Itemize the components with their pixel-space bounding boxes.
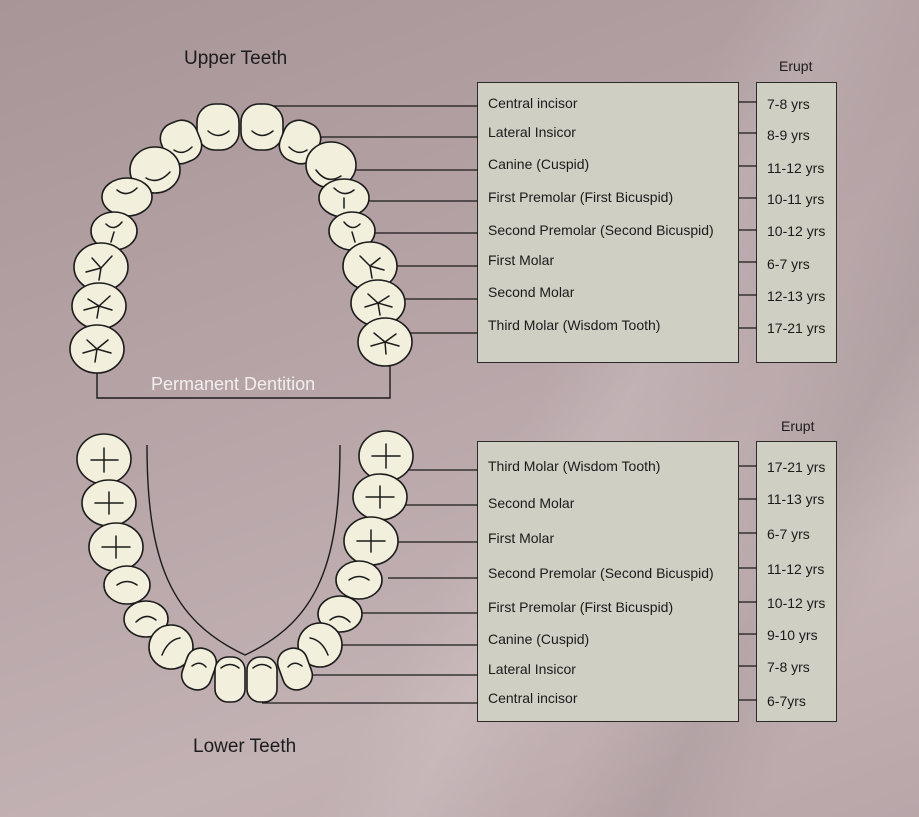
upper-name-central-incisor: Central incisor: [488, 95, 578, 111]
permanent-dentition-label: Permanent Dentition: [151, 374, 316, 394]
lower-lateral-incisor-left-tooth: [180, 647, 218, 691]
upper-name-first-premolar: First Premolar (First Bicuspid): [488, 189, 674, 205]
upper-leader-lines: [268, 101, 757, 334]
upper-erupt-central-incisor: 7-8 yrs: [767, 96, 810, 112]
lower-name-first-molar: First Molar: [488, 530, 555, 546]
lower-arch-gumline: [146, 444, 341, 656]
upper-name-second-premolar: Second Premolar (Second Bicuspid): [488, 222, 714, 238]
lower-first-premolar-right-tooth: [317, 595, 363, 633]
lower-erupt-second-premolar: 11-12 yrs: [767, 561, 825, 577]
lower-tooth-names-panel: [477, 441, 739, 722]
upper-first-premolar-left-tooth: [101, 177, 153, 217]
upper-erupt-header: Erupt: [779, 58, 813, 74]
upper-erupt-lateral-incisor: 8-9 yrs: [767, 127, 810, 143]
upper-erupt-second-premolar: 10-12 yrs: [767, 223, 826, 239]
upper-teeth: [69, 103, 413, 374]
lower-name-second-premolar: Second Premolar (Second Bicuspid): [488, 565, 714, 581]
lower-canine-left-tooth: [148, 624, 194, 670]
lower-name-first-premolar: First Premolar (First Bicuspid): [488, 599, 674, 615]
upper-central-incisor-right-tooth: [240, 103, 284, 151]
lower-canine-right-tooth: [297, 622, 343, 668]
upper-name-lateral-incisor: Lateral Insicor: [488, 124, 576, 140]
upper-central-incisor-left-tooth: [196, 103, 240, 151]
lower-leader-lines: [262, 465, 757, 704]
lower-name-central-incisor: Central incisor: [488, 690, 578, 706]
lower-name-second-molar: Second Molar: [488, 495, 575, 511]
lower-teeth: [76, 430, 414, 703]
lower-erupt-header: Erupt: [781, 418, 815, 434]
lower-erupt-lateral-incisor: 7-8 yrs: [767, 659, 810, 675]
upper-name-third-molar: Third Molar (Wisdom Tooth): [488, 317, 661, 333]
lower-second-premolar-left-tooth: [103, 565, 151, 605]
lower-erupt-second-molar: 11-13 yrs: [767, 491, 825, 507]
lower-erupt-central-incisor: 6-7yrs: [767, 693, 806, 709]
upper-name-first-molar: First Molar: [488, 252, 555, 268]
lower-second-premolar-right-tooth: [335, 560, 383, 600]
upper-teeth-title: Upper Teeth: [184, 48, 288, 69]
lower-name-third-molar: Third Molar (Wisdom Tooth): [488, 458, 661, 474]
upper-name-second-molar: Second Molar: [488, 284, 575, 300]
upper-erupt-third-molar: 17-21 yrs: [767, 320, 826, 336]
lower-lateral-incisor-right-tooth: [276, 647, 314, 691]
upper-erupt-canine: 11-12 yrs: [767, 160, 825, 176]
lower-erupt-ages-panel: [756, 441, 837, 722]
upper-erupt-first-molar: 6-7 yrs: [767, 256, 810, 272]
upper-tooth-names-panel: [477, 82, 739, 363]
lower-central-incisor-left-tooth: [214, 656, 246, 703]
upper-erupt-ages-panel: [756, 82, 837, 363]
lower-erupt-first-molar: 6-7 yrs: [767, 526, 810, 542]
upper-name-canine: Canine (Cuspid): [488, 156, 590, 172]
lower-erupt-third-molar: 17-21 yrs: [767, 459, 826, 475]
upper-arch-bracket: [96, 350, 391, 399]
lower-first-premolar-left-tooth: [123, 600, 169, 638]
lower-erupt-first-premolar: 10-12 yrs: [767, 595, 826, 611]
lower-erupt-canine: 9-10 yrs: [767, 627, 818, 643]
lower-teeth-title: Lower Teeth: [193, 736, 297, 757]
upper-erupt-second-molar: 12-13 yrs: [767, 288, 826, 304]
upper-erupt-first-premolar: 10-11 yrs: [767, 191, 825, 207]
lower-name-lateral-incisor: Lateral Insicor: [488, 661, 576, 677]
lower-central-incisor-right-tooth: [246, 656, 278, 703]
lower-name-canine: Canine (Cuspid): [488, 631, 590, 647]
